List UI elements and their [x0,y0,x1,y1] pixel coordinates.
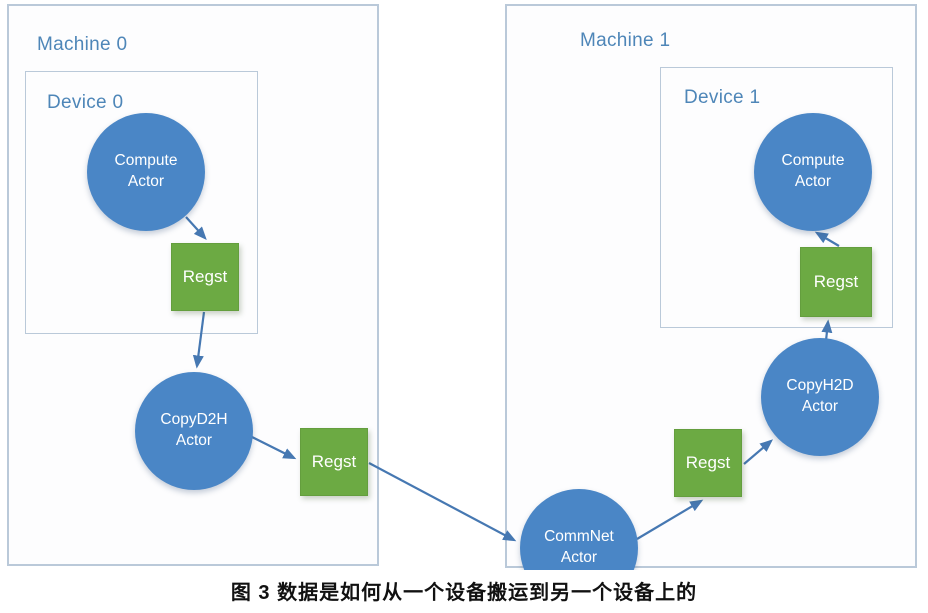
device0-box: Device 0 [25,71,258,334]
regst-node-machine0: Regst [300,428,368,496]
compute-actor-node-device1: Compute Actor [754,113,872,231]
regst-node-device1: Regst [800,247,872,317]
node-label: Compute Actor [114,152,178,190]
machine0-title: Machine 0 [37,34,128,55]
regst-node-device0: Regst [171,243,239,311]
device1-box: Device 1 [660,67,893,328]
node-label: Regst [813,271,859,291]
copyh2d-actor-node: CopyH2D Actor [761,338,879,456]
node-label: Regst [182,266,228,286]
commnet-actor-node: CommNet Actor [520,489,638,570]
machine1-title: Machine 1 [580,30,671,51]
device1-title: Device 1 [684,87,761,108]
arrow-regst-to-commnet [368,462,517,542]
node-label: Compute Actor [781,152,845,190]
node-label: CommNet Actor [544,528,614,566]
node-label: CopyH2D Actor [786,377,854,415]
compute-actor-node-device0: Compute Actor [87,113,205,231]
node-label: Regst [685,452,731,472]
node-label: Regst [311,451,357,471]
regst-node-machine1: Regst [674,429,742,497]
device0-title: Device 0 [47,92,124,113]
figure-caption: 图 3 数据是如何从一个设备搬运到另一个设备上的 [230,582,698,604]
dataflow-diagram: Machine 0 Machine 1 Device 0 Device 1 [7,4,917,570]
copyd2h-actor-node: CopyD2H Actor [135,372,253,490]
node-label: CopyD2H Actor [160,411,228,449]
